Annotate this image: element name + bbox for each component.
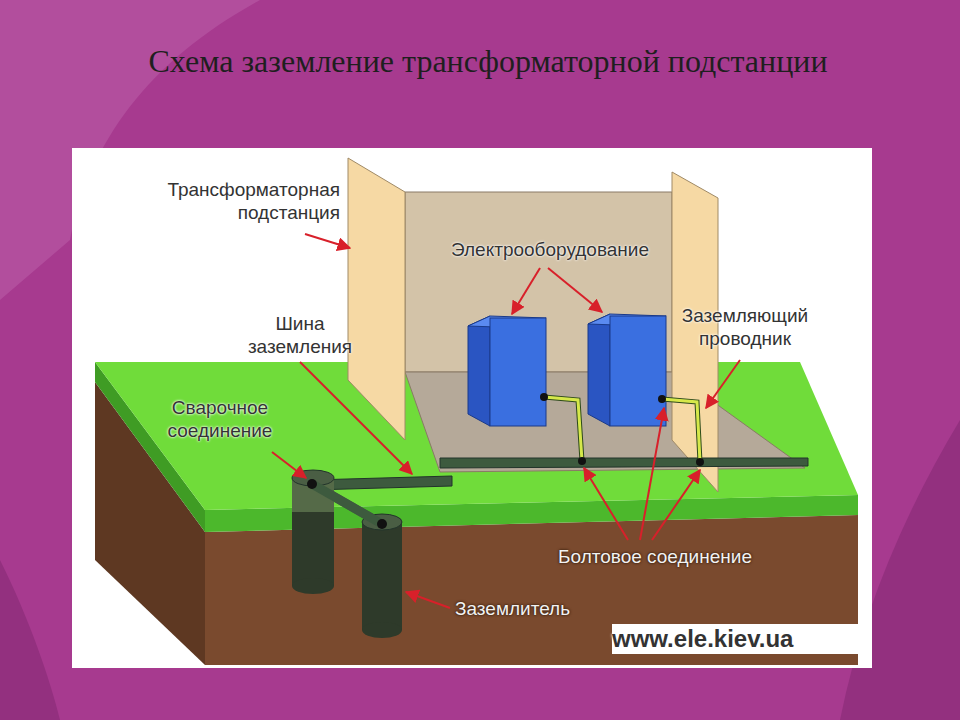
equipment-side — [588, 314, 610, 426]
electrical-equipment — [610, 316, 666, 426]
watermark: www.ele.kiev.ua — [612, 624, 870, 654]
leader-arrow — [548, 268, 602, 312]
grounding-conductor — [544, 397, 582, 461]
picture-frame — [72, 148, 872, 668]
callout-label: Заземляющий проводник — [640, 304, 850, 350]
grounding-conductor — [544, 397, 582, 461]
bolt-dot — [578, 457, 586, 465]
slide-title: Схема заземление трансформаторной подста… — [138, 38, 838, 84]
leader-line — [300, 362, 412, 474]
grounding-strip — [312, 484, 382, 524]
leader-arrow — [640, 408, 664, 540]
electrical-equipment — [490, 318, 546, 426]
callout-label: Электрооборудование — [400, 238, 700, 261]
leader-arrow — [584, 468, 628, 540]
ground-rod — [292, 578, 334, 594]
callout-label: Трансформаторная подстанция — [80, 178, 340, 224]
weld-dot — [377, 519, 387, 529]
callout-label: Сварочное соединение — [130, 396, 310, 442]
substation-wall — [348, 158, 405, 440]
grounding-conductor — [662, 399, 700, 462]
callout-label: Заземлитель — [455, 597, 625, 620]
leader-arrow — [406, 592, 450, 608]
grounding-bus — [440, 458, 808, 468]
callout-label: Шина заземления — [235, 312, 365, 358]
bolt-dot — [540, 393, 548, 401]
leader-arrow — [305, 234, 350, 248]
leader-arrow — [272, 452, 306, 478]
leader-arrow — [652, 470, 700, 540]
weld-dot — [307, 479, 317, 489]
ground-rod — [362, 622, 402, 638]
grounding-conductor — [662, 399, 700, 462]
callout-label: Болтовое соединение — [510, 545, 800, 568]
leader-arrow — [512, 268, 540, 314]
ground-rod — [362, 522, 402, 630]
leader-arrow — [706, 360, 740, 408]
bolt-dot — [658, 395, 666, 403]
background-swoosh — [0, 560, 60, 720]
bolt-dot — [696, 458, 704, 466]
equipment-side — [468, 316, 490, 426]
